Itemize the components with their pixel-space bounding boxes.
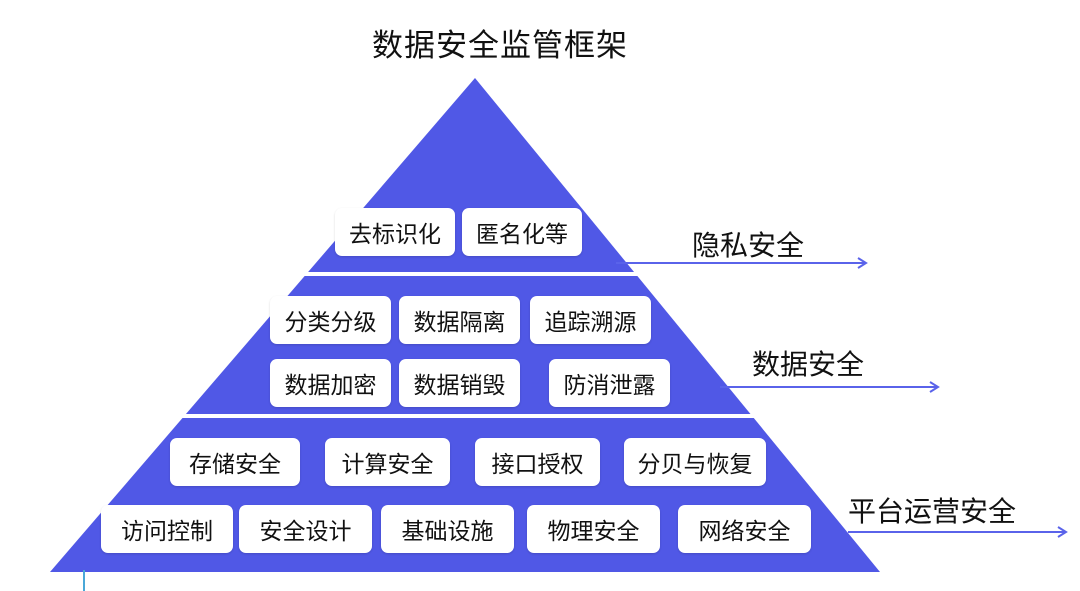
node-backup-recovery: 分贝与恢复 — [624, 438, 766, 486]
layer-label-data: 数据安全 — [752, 348, 865, 381]
node-data-destruction: 数据销毁 — [399, 359, 520, 407]
node-leak-prevention: 防消泄露 — [549, 359, 670, 407]
node-security-design: 安全设计 — [239, 505, 372, 553]
diagram-title: 数据安全监管框架 — [372, 28, 628, 64]
node-storage-security: 存储安全 — [170, 438, 300, 486]
node-traceability: 追踪溯源 — [530, 296, 651, 344]
node-infrastructure: 基础设施 — [381, 505, 514, 553]
node-deidentification: 去标识化 — [335, 208, 455, 256]
node-physical-security: 物理安全 — [527, 505, 660, 553]
node-classification: 分类分级 — [270, 296, 391, 344]
node-access-control: 访问控制 — [101, 505, 233, 553]
layer-label-privacy: 隐私安全 — [692, 229, 805, 262]
arrow-platform — [848, 526, 1068, 538]
node-compute-security: 计算安全 — [325, 438, 450, 486]
node-interface-authorization: 接口授权 — [475, 438, 600, 486]
node-data-encryption: 数据加密 — [270, 359, 391, 407]
node-anonymization: 匿名化等 — [462, 208, 582, 256]
layer-label-platform: 平台运营安全 — [848, 495, 1017, 528]
arrow-privacy — [616, 257, 868, 269]
node-network-security: 网络安全 — [678, 505, 811, 553]
node-data-isolation: 数据隔离 — [399, 296, 520, 344]
arrow-data — [720, 381, 940, 393]
